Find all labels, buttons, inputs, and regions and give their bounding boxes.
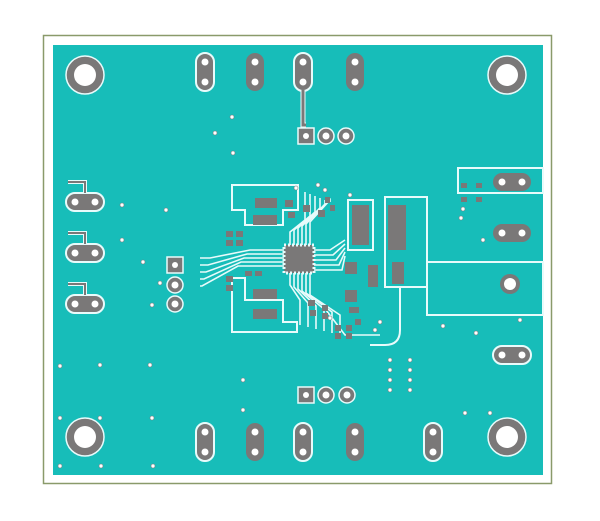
mounting-holes <box>65 55 527 457</box>
qfn-ic <box>282 243 316 275</box>
via <box>517 317 523 323</box>
oval-pad <box>246 53 264 91</box>
mounting-hole-drill <box>74 64 96 86</box>
via <box>119 237 125 243</box>
via <box>460 206 466 212</box>
via <box>387 377 393 383</box>
via <box>229 114 235 120</box>
via <box>57 463 63 469</box>
oval-pad <box>346 53 364 91</box>
oval-pad <box>195 422 215 462</box>
via <box>240 407 246 413</box>
via <box>147 362 153 368</box>
via <box>212 130 218 136</box>
via <box>347 192 353 198</box>
drill-hole <box>504 278 516 290</box>
via <box>480 237 486 243</box>
component-outlines <box>231 184 374 333</box>
via <box>473 330 479 336</box>
via <box>97 362 103 368</box>
oval-pad <box>423 422 443 462</box>
mounting-hole-drill <box>496 64 518 86</box>
via <box>387 387 393 393</box>
oval-pad <box>195 52 215 92</box>
via <box>57 363 63 369</box>
oval-pad <box>293 422 313 462</box>
via <box>407 367 413 373</box>
via <box>157 280 163 286</box>
smd-pads <box>226 197 406 339</box>
via <box>322 187 328 193</box>
via <box>293 185 299 191</box>
mounting-hole-drill <box>496 426 518 448</box>
via <box>57 415 63 421</box>
oval-pad <box>65 243 105 263</box>
right-connector-area <box>370 167 544 346</box>
via <box>230 150 236 156</box>
oval-pad <box>346 423 364 461</box>
vias <box>57 114 523 469</box>
header-left <box>166 256 184 313</box>
oval-pad <box>493 224 531 242</box>
via <box>407 387 413 393</box>
via <box>327 315 333 321</box>
header-bottom <box>297 386 356 404</box>
via <box>315 182 321 188</box>
oval-pad <box>246 423 264 461</box>
via <box>98 463 104 469</box>
via <box>377 319 383 325</box>
via <box>407 377 413 383</box>
oval-pad <box>65 294 105 314</box>
via <box>97 415 103 421</box>
via <box>149 302 155 308</box>
traces <box>68 180 380 336</box>
oval-pad <box>492 345 532 365</box>
via <box>440 323 446 329</box>
via <box>163 207 169 213</box>
oval-pads <box>65 52 532 462</box>
via <box>119 202 125 208</box>
header-top <box>297 90 355 145</box>
via <box>462 410 468 416</box>
via <box>487 410 493 416</box>
via <box>407 357 413 363</box>
mounting-hole-drill <box>74 426 96 448</box>
via <box>240 377 246 383</box>
oval-pad <box>493 173 531 191</box>
oval-pad <box>65 192 105 212</box>
oval-pad <box>293 52 313 92</box>
via <box>150 463 156 469</box>
via <box>140 259 146 265</box>
via <box>372 327 378 333</box>
via <box>387 367 393 373</box>
via <box>458 215 464 221</box>
via <box>387 357 393 363</box>
via <box>149 415 155 421</box>
